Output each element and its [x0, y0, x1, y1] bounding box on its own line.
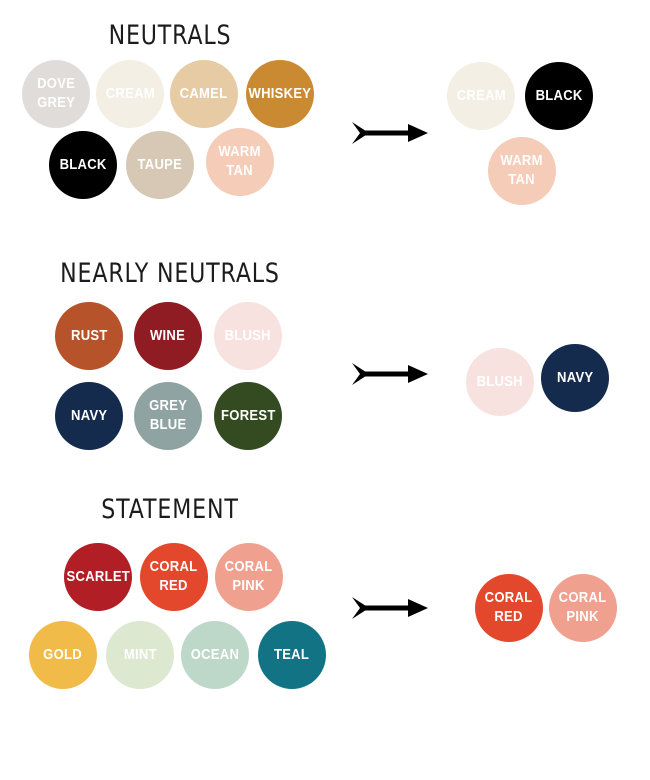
swatch-coral-pink[interactable]: CORAL PINK: [215, 543, 283, 611]
swatch-whiskey[interactable]: WHISKEY: [246, 60, 314, 128]
swatch-coral-red[interactable]: CORAL RED: [140, 543, 208, 611]
section-title-statement: STATEMENT: [101, 494, 239, 525]
swatch-gold[interactable]: GOLD: [29, 621, 97, 689]
swatch-warm-tan[interactable]: WARM TAN: [206, 128, 274, 196]
swatch-label: CREAM: [105, 85, 155, 102]
swatch-label: TAUPE: [137, 156, 183, 173]
swatch-wine[interactable]: WINE: [134, 302, 202, 370]
arrow-right-icon: [352, 363, 428, 385]
swatch-navy[interactable]: NAVY: [55, 382, 123, 450]
swatch-mint[interactable]: MINT: [106, 621, 174, 689]
swatch-forest[interactable]: FOREST: [214, 382, 282, 450]
swatch-label: NAVY: [70, 407, 108, 424]
swatch-label: SCARLET: [66, 568, 130, 585]
swatch-label: DOVE GREY: [36, 76, 76, 111]
swatch-label: BLUSH: [224, 327, 272, 344]
swatch-label: WARM TAN: [218, 144, 262, 179]
result-swatch-coral-red[interactable]: CORAL RED: [475, 574, 543, 642]
result-swatch-coral-pink[interactable]: CORAL PINK: [549, 574, 617, 642]
swatch-taupe[interactable]: TAUPE: [126, 131, 194, 199]
result-swatch-black[interactable]: BLACK: [525, 62, 593, 130]
section-title-neutrals: NEUTRALS: [108, 20, 232, 51]
swatch-rust[interactable]: RUST: [55, 302, 123, 370]
swatch-camel[interactable]: CAMEL: [170, 60, 238, 128]
swatch-label: FOREST: [220, 407, 276, 424]
swatch-label: CORAL PINK: [225, 559, 273, 594]
swatch-blush[interactable]: BLUSH: [214, 302, 282, 370]
swatch-label: OCEAN: [190, 646, 240, 663]
swatch-label: BLUSH: [476, 373, 524, 390]
swatch-label: WINE: [150, 327, 186, 344]
swatch-label: CAMEL: [180, 85, 228, 102]
result-swatch-navy[interactable]: NAVY: [541, 344, 609, 412]
swatch-teal[interactable]: TEAL: [258, 621, 326, 689]
swatch-label: CORAL PINK: [559, 590, 607, 625]
swatch-label: RUST: [70, 327, 108, 344]
section-title-nearly-neutrals: NEARLY NEUTRALS: [60, 258, 280, 289]
swatch-label: TEAL: [274, 646, 310, 663]
swatch-label: BLACK: [59, 156, 107, 173]
swatch-label: BLACK: [535, 87, 583, 104]
swatch-label: MINT: [123, 646, 157, 663]
swatch-ocean[interactable]: OCEAN: [181, 621, 249, 689]
swatch-label: WARM TAN: [500, 153, 544, 188]
swatch-label: CREAM: [456, 87, 506, 104]
swatch-cream[interactable]: CREAM: [96, 60, 164, 128]
swatch-black[interactable]: BLACK: [49, 131, 117, 199]
swatch-dove-grey[interactable]: DOVE GREY: [22, 60, 90, 128]
swatch-label: NAVY: [556, 369, 594, 386]
swatch-grey-blue[interactable]: GREY BLUE: [134, 382, 202, 450]
swatch-scarlet[interactable]: SCARLET: [64, 543, 132, 611]
result-swatch-warm-tan[interactable]: WARM TAN: [488, 137, 556, 205]
swatch-label: CORAL RED: [150, 559, 198, 594]
swatch-label: GOLD: [43, 646, 83, 663]
result-swatch-blush[interactable]: BLUSH: [466, 348, 534, 416]
result-swatch-cream[interactable]: CREAM: [447, 62, 515, 130]
swatch-label: CORAL RED: [485, 590, 533, 625]
arrow-right-icon: [352, 597, 428, 619]
arrow-right-icon: [352, 122, 428, 144]
swatch-label: WHISKEY: [248, 85, 312, 102]
swatch-label: GREY BLUE: [148, 398, 188, 433]
